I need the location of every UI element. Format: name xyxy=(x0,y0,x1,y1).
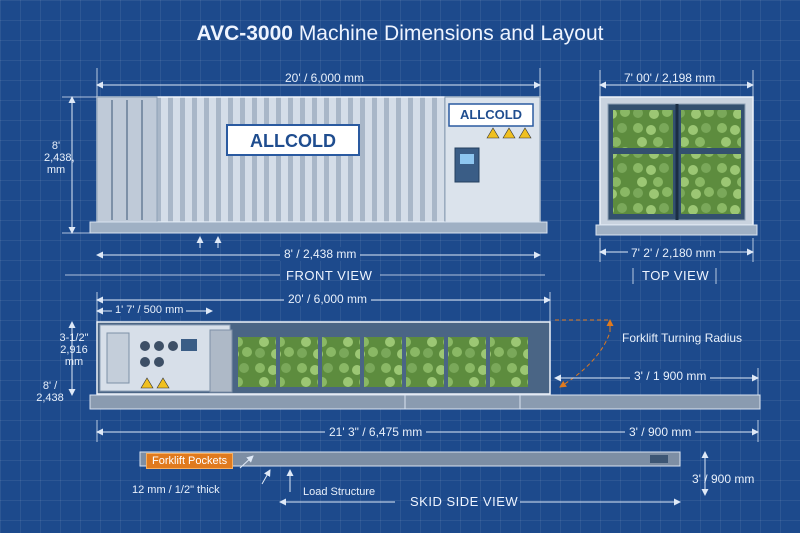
turning-radius-path xyxy=(555,319,611,388)
brand-logo-large: ALLCOLD xyxy=(250,131,336,151)
top-view-title: TOP VIEW xyxy=(642,268,710,283)
brand-sign-small xyxy=(448,103,534,127)
section-length-label: 1' 7' / 500 mm xyxy=(112,304,187,316)
skid-length-label: 21' 3" / 6,475 mm xyxy=(325,425,427,439)
cargo-pallet xyxy=(490,337,528,387)
cargo-pallet xyxy=(613,110,673,148)
turning-radius-label: Forklift Turning Radius xyxy=(622,331,743,345)
front-height-label: 8'2,438,mm xyxy=(44,140,75,176)
warning-icon xyxy=(140,377,154,389)
cargo-pallet xyxy=(681,154,741,214)
warning-icon xyxy=(486,127,500,139)
top-base-frame xyxy=(595,224,758,236)
cargo-pallet xyxy=(364,337,402,387)
top-width-label: 7' 00' / 2,198 mm xyxy=(624,71,716,85)
skid-view-title: SKID SIDE VIEW xyxy=(410,494,519,509)
turn-dimension-label: 3' / 1 900 mm xyxy=(630,369,711,383)
brand-logo-small: ALLCOLD xyxy=(459,107,523,122)
cargo-pallet xyxy=(406,337,444,387)
load-structure-label: Load Structure xyxy=(303,486,376,498)
cargo-pallet xyxy=(238,337,276,387)
skid-base xyxy=(89,394,761,410)
control-unit xyxy=(454,147,480,183)
top-view xyxy=(595,70,758,262)
container-base-frame xyxy=(89,221,548,234)
overall-length-label: 20' / 6,000 mm xyxy=(284,292,371,306)
cargo-pallet xyxy=(613,154,673,214)
warning-icon xyxy=(518,127,532,139)
warning-icon xyxy=(156,377,170,389)
cargo-pallet xyxy=(448,337,486,387)
forklift-pockets-label: Forklift Pockets xyxy=(146,453,234,469)
side-dimension-label: 3' / 900 mm xyxy=(692,472,755,486)
cargo-pallet xyxy=(280,337,318,387)
front-bottom-label: 8' / 2,438 mm xyxy=(280,247,361,261)
front-length-label: 20' / 6,000 mm xyxy=(285,71,364,85)
warning-icon xyxy=(502,127,516,139)
thickness-label: 12 mm / 1/2" thick xyxy=(132,484,220,496)
top-bottom-label: 7' 2' / 2,180 mm xyxy=(628,246,719,260)
front-view xyxy=(62,68,548,259)
cargo-pallet xyxy=(322,337,360,387)
outer-height-label: 8' /2,438 xyxy=(36,380,64,404)
page-title: AVC-3000 Machine Dimensions and Layout xyxy=(196,22,604,45)
front-view-title: FRONT VIEW xyxy=(286,268,373,283)
cargo-pallet xyxy=(681,110,741,148)
brand-sign-large xyxy=(226,124,360,156)
skid-side-view xyxy=(68,292,761,506)
skid-extension-label: 3' / 900 mm xyxy=(625,425,696,439)
skid-frame xyxy=(139,451,681,467)
